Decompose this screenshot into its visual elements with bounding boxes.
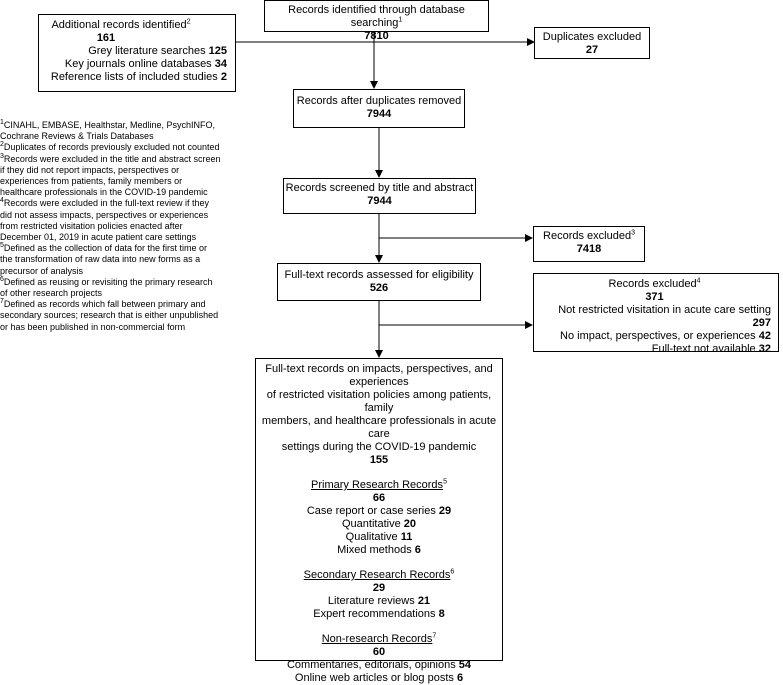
- primary-item: Mixed methods 6: [337, 544, 421, 556]
- additional-item: Key journals online databases 34: [64, 58, 227, 70]
- included-line: Full-text records on impacts, perspectiv…: [265, 363, 493, 388]
- additional-item: Reference lists of included studies 2: [50, 71, 227, 83]
- footnote-2: 2Duplicates of records previously exclud…: [0, 141, 220, 153]
- after-duplicates-count: 7944: [366, 108, 392, 120]
- secondary-item: Expert recommendations 8: [313, 608, 445, 620]
- nonresearch-item: Commentaries, editorials, opinions 54: [286, 659, 472, 671]
- excluded4-item: Full-text not available 32: [651, 343, 771, 355]
- footnotes: 1CINAHL, EMBASE, Healthstar, Medline, Ps…: [0, 119, 270, 333]
- footnote-6: 6Defined as reusing or revisiting the pr…: [0, 275, 213, 299]
- after-duplicates-title: Records after duplicates removed: [296, 95, 462, 107]
- excluded4-title: Records excluded: [608, 278, 697, 290]
- primary-count: 66: [372, 492, 386, 504]
- primary-title: Primary Research Records: [311, 479, 444, 491]
- included-line: members, and healthcare professionals in…: [261, 415, 497, 440]
- included-count: 155: [369, 454, 389, 466]
- nonresearch-item: Online web articles or blog posts 6: [294, 672, 464, 684]
- fulltext-count: 526: [369, 282, 389, 294]
- primary-item: Case report or case series 29: [306, 505, 452, 517]
- nonresearch-title: Non-research Records: [321, 633, 433, 645]
- footnote-1: 1CINAHL, EMBASE, Healthstar, Medline, Ps…: [0, 119, 215, 142]
- screened-box: Records screened by title and abstract 7…: [283, 178, 476, 214]
- identified-title: Records identified through database sear…: [288, 4, 465, 29]
- excluded3-title: Records excluded: [543, 230, 632, 242]
- duplicates-count: 27: [585, 44, 599, 56]
- secondary-count: 29: [372, 582, 386, 594]
- footnote-4: 4Records were excluded in the full-text …: [0, 197, 209, 243]
- duplicates-box: Duplicates excluded 27: [534, 27, 650, 59]
- nonresearch-count: 60: [372, 646, 386, 658]
- excluded3-count: 7418: [576, 243, 602, 255]
- identified-box: Records identified through database sear…: [264, 0, 489, 42]
- footnote-7: 7Defined as records which fall between p…: [0, 298, 219, 332]
- excluded-fulltext-box: Records excluded4 371 Not restricted vis…: [533, 273, 779, 355]
- secondary-item: Literature reviews 21: [327, 595, 431, 607]
- screened-count: 7944: [367, 195, 392, 207]
- included-line: settings during the COVID-19 pandemic: [281, 441, 477, 453]
- primary-item: Quantitative 20: [341, 518, 416, 530]
- included-box: Full-text records on impacts, perspectiv…: [255, 358, 503, 684]
- identified-count: 7810: [364, 30, 389, 42]
- included-line: of restricted visitation policies among …: [266, 389, 492, 414]
- additional-item: Grey literature searches 125: [88, 45, 227, 57]
- additional-records-title: Additional records identified: [51, 19, 187, 31]
- footnote-3: 3Records were excluded in the title and …: [0, 152, 221, 198]
- footnote-5: 5Defined as the collection of data for t…: [0, 242, 208, 276]
- screened-title: Records screened by title and abstract: [285, 182, 474, 194]
- additional-records-box: Additional records identified2 161 Grey …: [38, 14, 236, 92]
- duplicates-title: Duplicates excluded: [542, 31, 642, 43]
- excluded4-count: 371: [645, 291, 664, 303]
- excluded-title-abstract-box: Records excluded3 7418: [533, 226, 645, 262]
- after-duplicates-box: Records after duplicates removed 7944: [293, 89, 465, 128]
- excluded4-item: No impact, perspectives, or experiences …: [560, 330, 771, 342]
- additional-records-count: 161: [96, 32, 116, 44]
- secondary-title: Secondary Research Records: [303, 569, 451, 581]
- fulltext-box: Full-text records assessed for eligibili…: [277, 263, 481, 301]
- fulltext-title: Full-text records assessed for eligibili…: [284, 269, 474, 281]
- flow-connectors: [236, 32, 535, 358]
- excluded4-item: Not restricted visitation in acute care …: [558, 304, 771, 329]
- primary-item: Qualitative 11: [345, 531, 413, 543]
